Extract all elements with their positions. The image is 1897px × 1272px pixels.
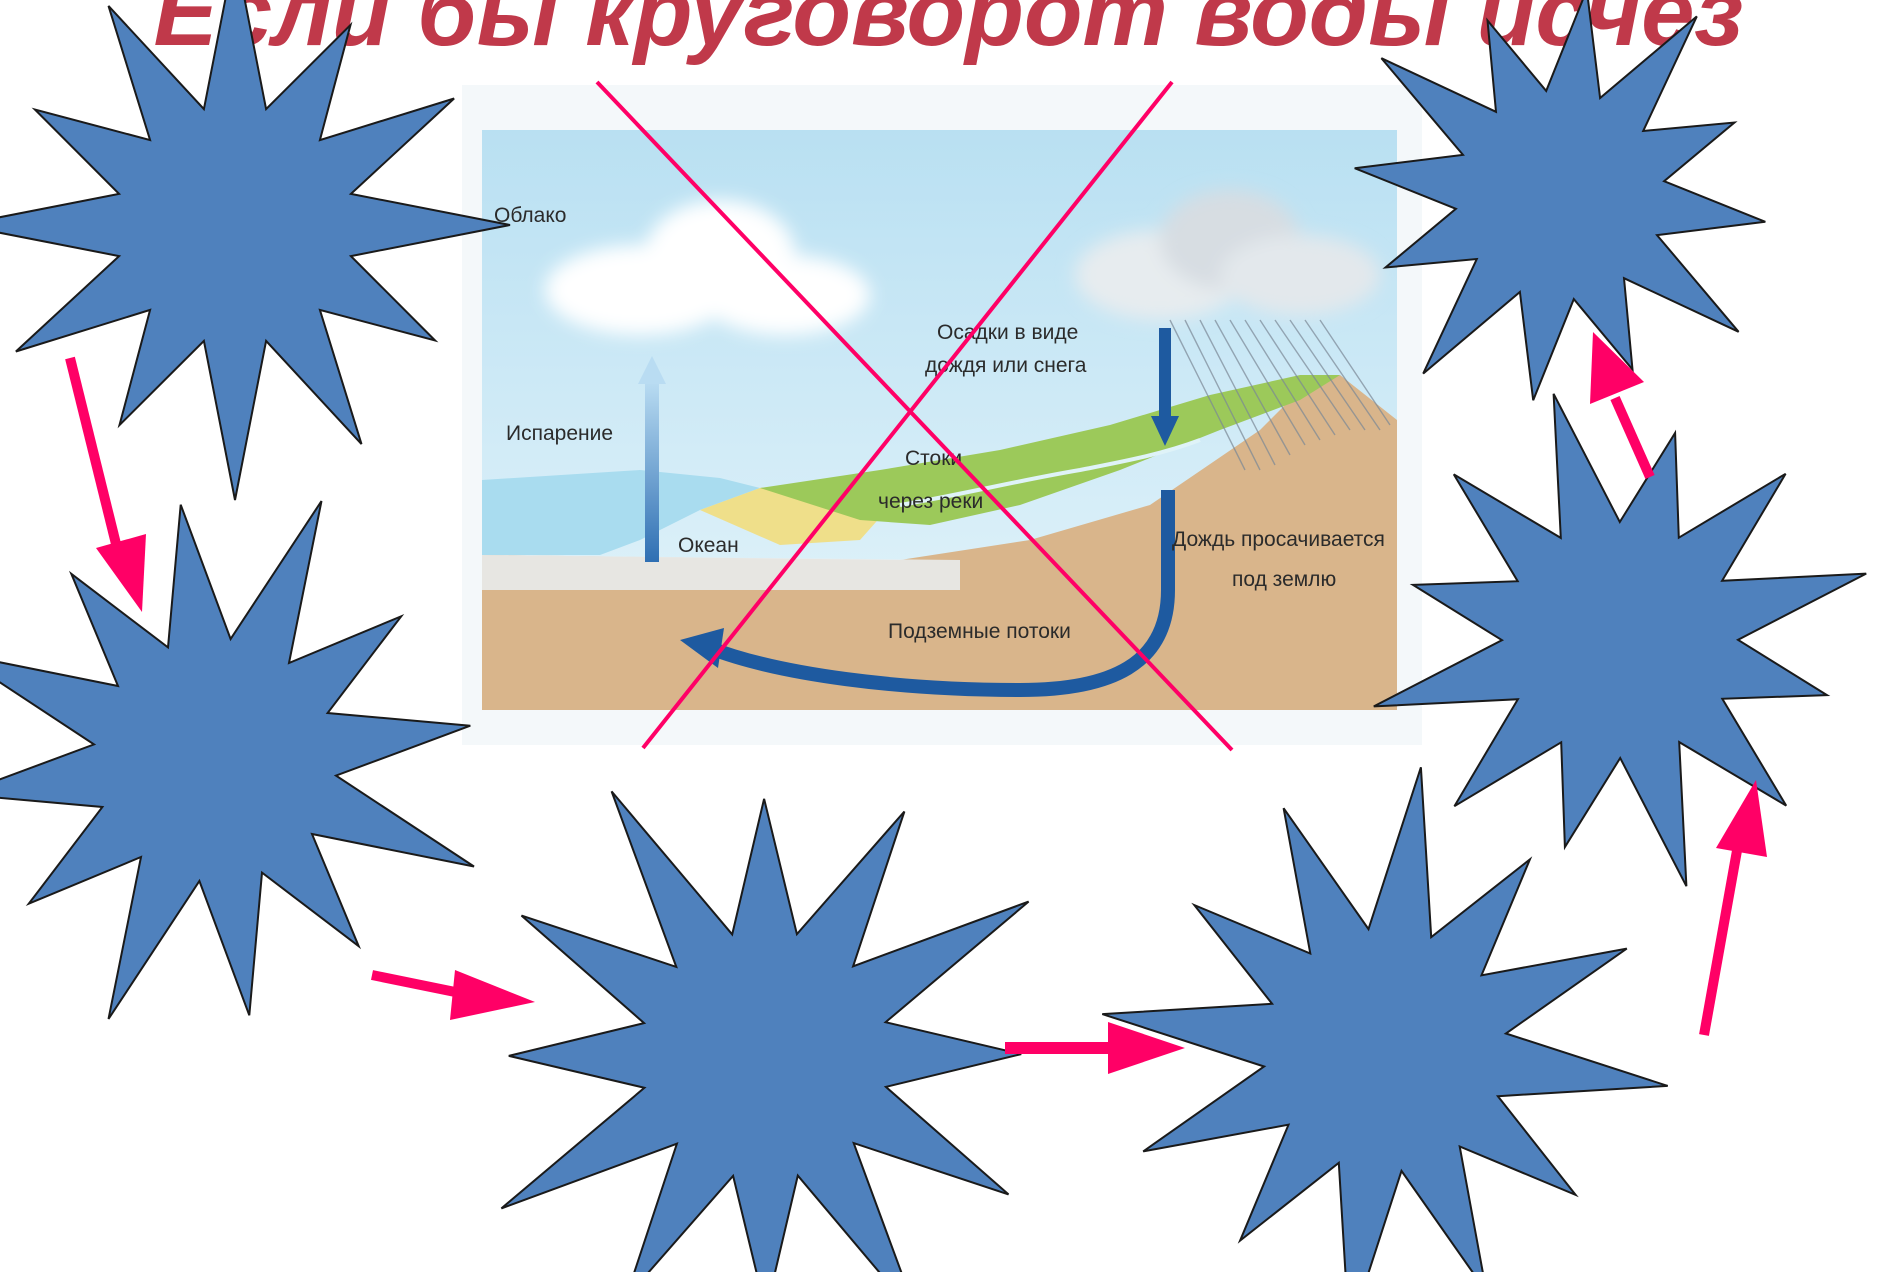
label-infiltration-1: Дождь просачивается	[1172, 528, 1385, 551]
label-infiltration-2: под землю	[1232, 568, 1336, 591]
cross-line-1	[595, 80, 1234, 752]
arrow-up-top-right	[1590, 332, 1655, 480]
arrow-right-bottom-1	[370, 970, 535, 1020]
arrow-down-left	[65, 356, 146, 612]
star-shape-5	[500, 790, 1030, 1272]
cloud-left	[545, 200, 870, 335]
ground-slab	[482, 555, 960, 590]
star-shape-6	[1101, 766, 1669, 1272]
label-ocean: Океан	[678, 534, 739, 557]
star-shape-3	[1373, 393, 1867, 887]
cloud-right	[1075, 190, 1380, 320]
label-runoff-2: через реки	[878, 490, 983, 513]
cross-line-2	[641, 80, 1174, 750]
label-precipitation-1: Осадки в виде	[937, 321, 1078, 344]
label-precipitation-2: дождя или снега	[925, 354, 1087, 377]
star-shape-1	[0, 0, 511, 501]
precipitation-arrow	[1151, 328, 1179, 446]
label-groundwater: Подземные потоки	[888, 620, 1071, 643]
ocean-area	[482, 470, 760, 555]
page-title: Если бы круговорот воды исчез	[153, 0, 1744, 66]
star-shape-2	[1354, 0, 1766, 401]
rain-lines	[1169, 319, 1391, 471]
cross-out-mark	[595, 80, 1234, 752]
flow-arrows	[65, 332, 1767, 1074]
water-cycle-diagram: Облако Испарение Океан Осадки в виде дож…	[462, 85, 1422, 745]
evaporation-arrow	[638, 356, 666, 562]
label-cloud: Облако	[494, 204, 566, 227]
arrow-right-bottom-2	[1005, 1022, 1185, 1074]
label-evaporation: Испарение	[506, 422, 613, 445]
grass	[760, 375, 1340, 525]
arrow-up-right	[1699, 780, 1767, 1036]
star-shape-4	[0, 500, 475, 1020]
river	[899, 438, 1201, 507]
